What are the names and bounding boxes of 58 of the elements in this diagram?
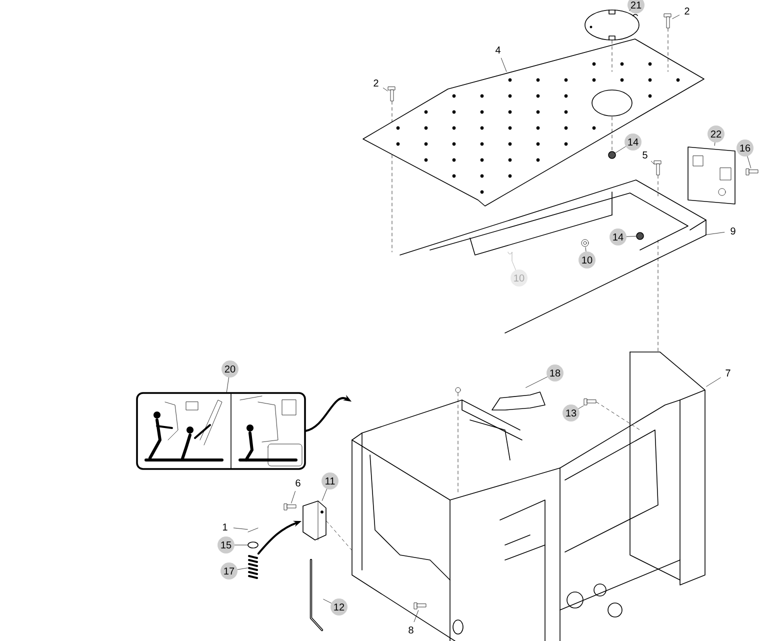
seat-frame-drawing <box>400 180 706 334</box>
leader-line <box>237 568 248 570</box>
rod-drawing <box>310 558 324 632</box>
callout-number: 15 <box>218 536 234 554</box>
callout-number: 6 <box>290 474 306 492</box>
leader-line <box>226 377 229 392</box>
disc-drawing <box>584 10 640 40</box>
callout-number: 8 <box>402 622 420 638</box>
leader-line <box>585 247 586 252</box>
callout-number: 20 <box>222 360 238 378</box>
leader-line <box>512 261 516 270</box>
sticker-drawing <box>136 392 306 470</box>
leader-line <box>501 58 507 72</box>
leader-line <box>615 146 626 154</box>
alignment-line <box>326 520 352 550</box>
leader-line <box>626 236 636 237</box>
callout-number: 17 <box>220 562 238 580</box>
callout-number: 2 <box>678 2 696 20</box>
leader-line <box>291 491 296 504</box>
leader-line <box>578 406 584 409</box>
leader-line <box>526 376 548 388</box>
leader-line <box>705 232 725 236</box>
leader-line <box>706 377 721 387</box>
leader-line <box>747 156 752 168</box>
callout-number: 21 <box>628 0 644 14</box>
callout-number: 12 <box>330 598 348 616</box>
bracket-drawing <box>302 500 326 540</box>
leader-line <box>672 14 680 19</box>
callout-number: 9 <box>724 222 742 240</box>
spring-drawing <box>248 555 258 579</box>
nut-drawing <box>608 151 616 159</box>
callout-number: 11 <box>322 472 338 490</box>
screw-drawing <box>664 14 672 28</box>
leader-line <box>323 599 332 604</box>
screw-drawing <box>284 504 296 510</box>
leader-line <box>414 610 419 622</box>
callout-number: 22 <box>708 126 724 142</box>
panel-drawing <box>688 146 736 204</box>
screw-drawing <box>654 160 662 176</box>
callout-number: 4 <box>490 42 506 58</box>
washer-drawing <box>248 542 258 548</box>
alignment-line <box>596 402 640 430</box>
callout-number: 16 <box>736 140 754 156</box>
callout-number: 2 <box>368 74 384 92</box>
screw-drawing <box>746 168 758 176</box>
callout-number: 14 <box>624 134 642 150</box>
callout-number: 1 <box>216 518 234 536</box>
leader-line <box>234 544 248 546</box>
callout-number: 7 <box>720 364 736 382</box>
leader-line <box>629 9 631 11</box>
pin-drawing <box>248 528 258 532</box>
leader-line <box>322 488 327 501</box>
screw-drawing <box>388 86 396 102</box>
leader-line <box>714 142 716 146</box>
plate-drawing <box>362 38 704 206</box>
leader-line <box>382 88 388 92</box>
frame-drawing <box>352 352 706 641</box>
leader-line <box>233 528 248 530</box>
